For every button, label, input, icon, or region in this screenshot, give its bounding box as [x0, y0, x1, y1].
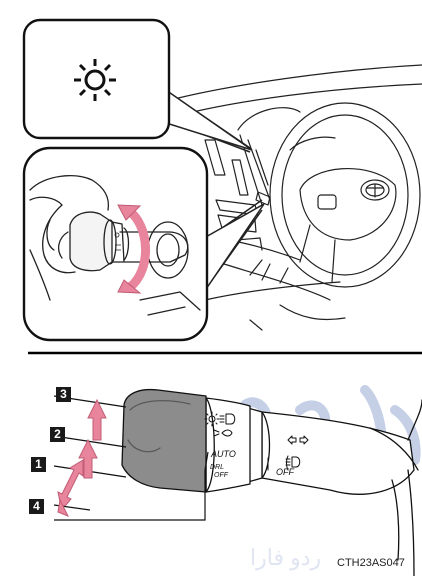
step-badge-3: 3	[56, 387, 71, 402]
figure-code: CTH23AS047	[337, 557, 405, 569]
switch-label-drl: DRL	[210, 464, 224, 471]
step-badge-4: 4	[29, 499, 44, 514]
switch-label-off: OFF	[276, 467, 294, 477]
switch-label-auto: AUTO	[211, 449, 236, 459]
step-badge-1: 1	[31, 457, 46, 472]
switch-label-drl-off: OFF	[214, 472, 228, 479]
step-badge-2: 2	[50, 427, 65, 442]
